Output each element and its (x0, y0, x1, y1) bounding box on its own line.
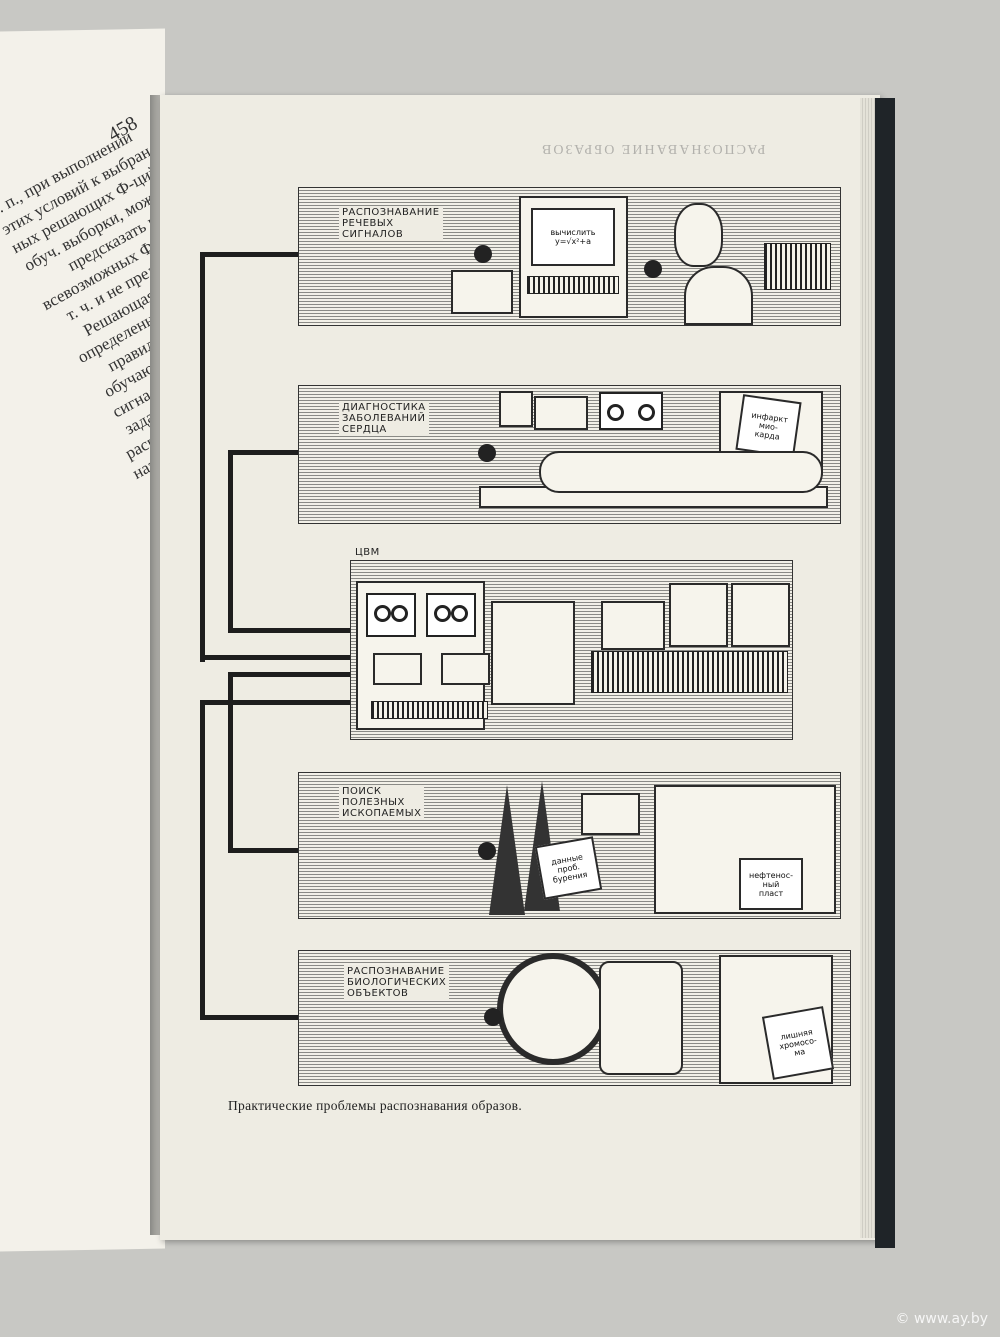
paper-line: ма (793, 1046, 806, 1058)
panel-speech-recognition: распознавание речевых сигналов вычислить… (298, 187, 841, 326)
screen-line: вычислить (550, 228, 596, 237)
paper-line: пласт (758, 888, 784, 898)
person-body-icon (684, 266, 753, 325)
wire (228, 628, 352, 633)
panel-biological-objects: распознавание биологических объектов лиш… (298, 950, 851, 1086)
control-panel (764, 243, 831, 290)
panel-label: распознавание биологических объектов (344, 965, 450, 1000)
figure-caption: Практические проблемы распознавания обра… (228, 1098, 523, 1113)
label-line: заболеваний (342, 413, 426, 424)
microscope-icon (599, 961, 683, 1075)
wire (228, 450, 233, 632)
connection-node (478, 444, 496, 462)
oil-layer-sheet: нефтенос- ный пласт (739, 858, 803, 910)
wire (200, 655, 352, 660)
printer-unit (601, 601, 665, 650)
display-unit (373, 653, 422, 685)
watermark: © www.ay.by (895, 1311, 988, 1327)
wire (200, 700, 205, 1020)
label-line: ископаемых (342, 808, 422, 819)
wire (228, 672, 233, 852)
panel-label: распознавание речевых сигналов (339, 206, 443, 241)
patient-body-icon (539, 451, 823, 493)
label-line: сигналов (342, 229, 404, 240)
person-head-icon (674, 203, 723, 267)
paper-line: ный (762, 879, 780, 889)
processor-cabinet (491, 601, 575, 705)
label-line: речевых (342, 218, 394, 229)
label-line: ЦВМ (355, 547, 380, 558)
punch-card (581, 793, 640, 835)
display-unit (441, 653, 490, 685)
book-cover (875, 98, 895, 1248)
connection-node (484, 1008, 502, 1026)
label-line: биологических (347, 977, 447, 988)
microphone-icon (644, 260, 662, 278)
panel-label: диагностика заболеваний сердца (339, 401, 429, 436)
connection-node (474, 245, 492, 263)
microscope-view-icon (497, 953, 609, 1065)
small-device (451, 270, 513, 314)
tape-recorder-icon (599, 392, 663, 430)
label-line: распознавание (347, 966, 445, 977)
wire (228, 672, 352, 677)
keyboard-panel (371, 701, 488, 719)
panel-computer (350, 560, 793, 740)
ecg-paper: инфаркт мио- карда (735, 394, 802, 458)
connection-node (478, 842, 496, 860)
label-line: объектов (347, 988, 409, 999)
tape-reel-icon (366, 593, 416, 637)
tape-reel-icon (426, 593, 476, 637)
label-line: распознавание (342, 207, 440, 218)
control-console (591, 651, 788, 693)
screen-line: y=√x²+a (554, 237, 592, 246)
wire (200, 700, 352, 705)
chromosome-sheet: лишняя хромосо- ма (761, 1006, 835, 1080)
computer-label: ЦВМ (352, 546, 383, 559)
label-line: поиск (342, 786, 382, 797)
wire (200, 252, 205, 662)
label-line: сердца (342, 424, 387, 435)
drilling-data-sheet: данные проб. бурения (534, 836, 603, 900)
label-line: полезных (342, 797, 405, 808)
screen-unit (731, 583, 790, 647)
panel-heart-diagnostics: диагностика заболеваний сердца инфаркт м… (298, 385, 841, 524)
label-line: диагностика (342, 402, 426, 413)
terminal-screen: вычислить y=√x²+a (531, 208, 615, 266)
screen-unit (669, 583, 728, 647)
oscilloscope (499, 391, 533, 427)
running-head: РАСПОЗНАВАНИЕ ОБРАЗОВ (540, 141, 766, 156)
keyboard (527, 276, 619, 294)
panel-mineral-search: поиск полезных ископаемых данные проб. б… (298, 772, 841, 919)
paper-line: нефтенос- (749, 870, 793, 880)
panel-label: поиск полезных ископаемых (339, 785, 425, 820)
monitor-device (534, 396, 588, 430)
